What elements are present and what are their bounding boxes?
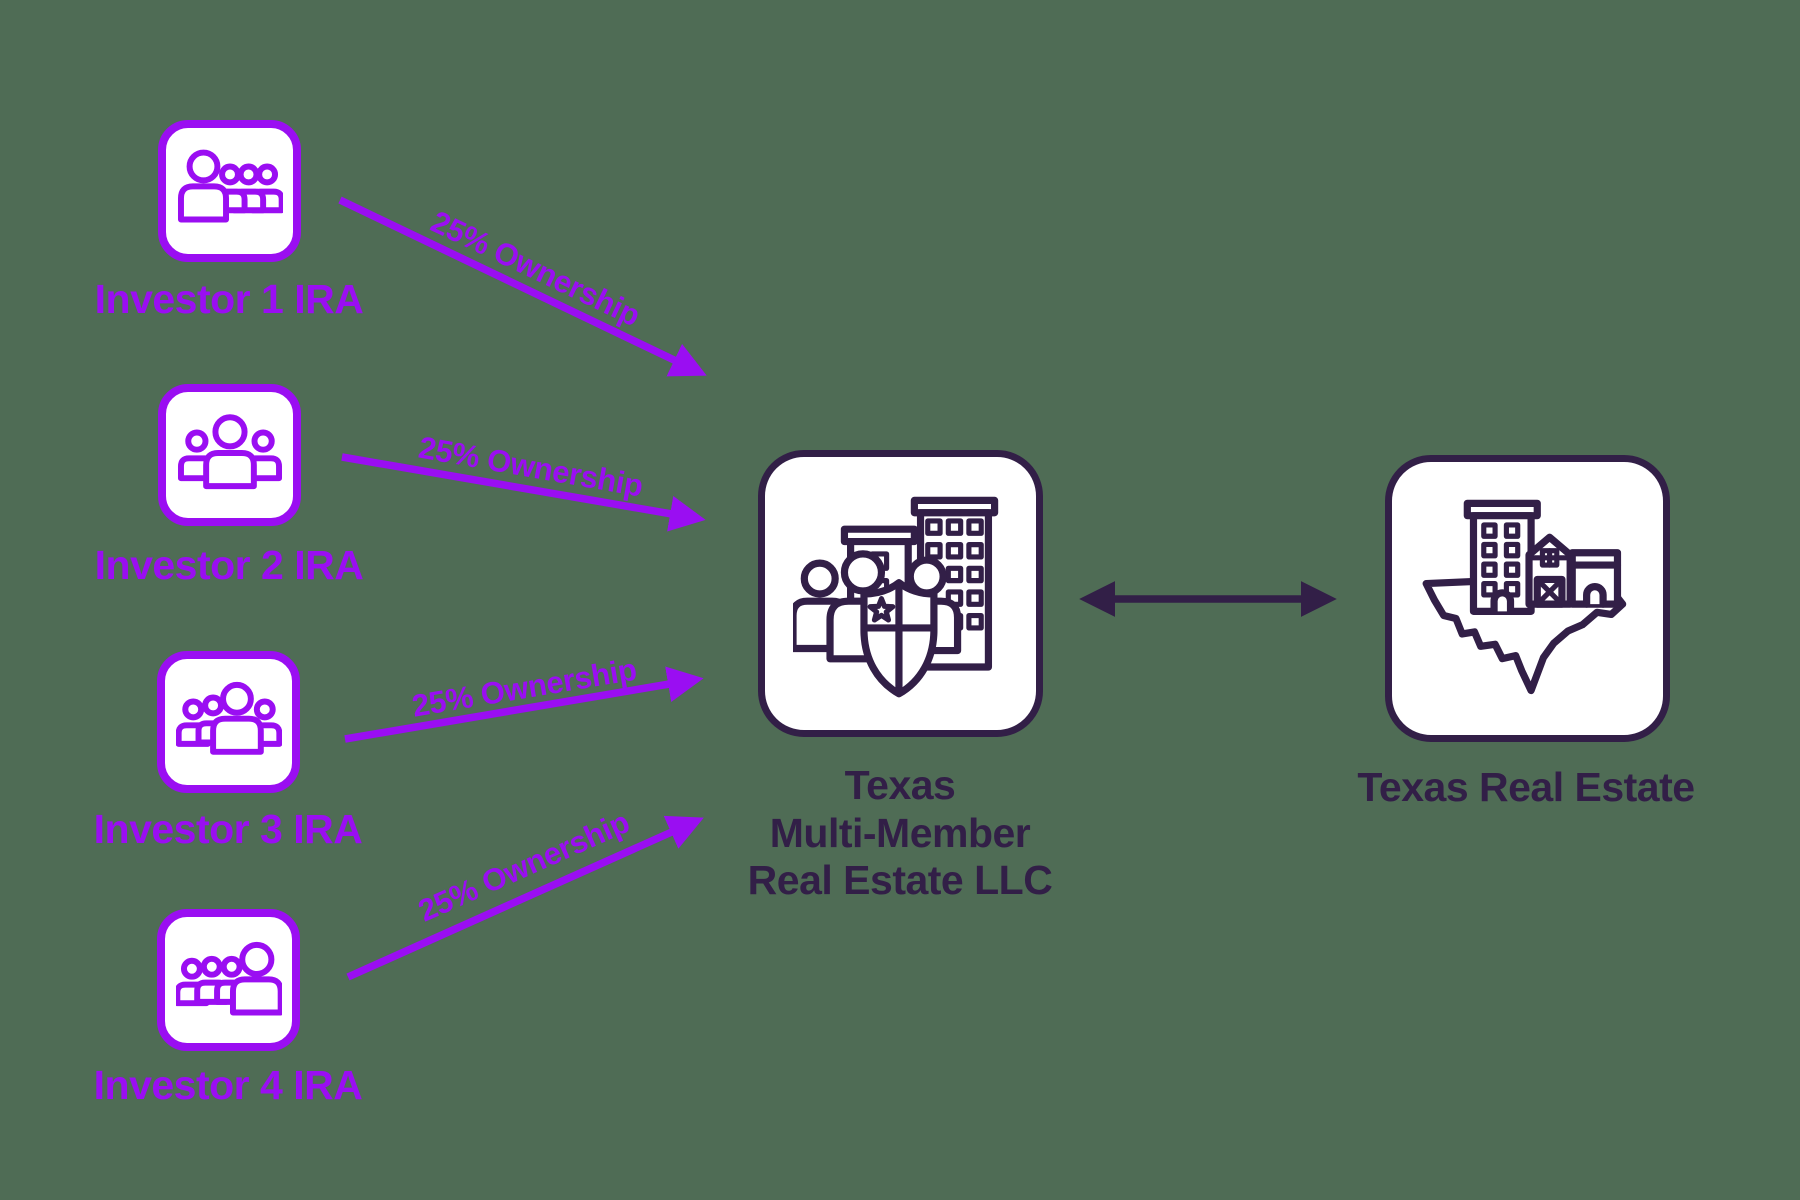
real-estate-node [1385,455,1670,742]
investor-4-node [157,909,300,1051]
investor-2-node [158,384,301,526]
ownership-arrow-4 [346,815,704,981]
investor-4-label: Investor 4 IRA [93,1062,363,1108]
ownership-arrow-label-3: 25% Ownership [409,652,639,724]
investor-2-label: Investor 2 IRA [94,542,364,588]
group-of-people-icon [177,414,282,490]
investor-3-node [157,651,300,793]
ownership-arrow-label-1: 25% Ownership [426,204,646,333]
people-buildings-shield-icon [792,496,998,697]
investor-3-label: Investor 3 IRA [93,806,363,852]
llc-label: Texas Multi-Member Real Estate LLC [700,762,1100,905]
llc-label-line-2: Multi-Member [769,809,1031,856]
real-estate-label: Texas Real Estate [1357,764,1695,810]
ownership-arrow-2 [341,453,706,532]
llc-node [758,450,1043,737]
texas-state-buildings-icon [1422,499,1626,694]
group-of-people-icon [175,681,282,755]
ownership-arrow-1 [338,196,707,377]
investor-1-label: Investor 1 IRA [94,276,364,322]
llc-label-line-1: Texas [844,762,956,808]
group-of-people-icon [177,149,283,223]
ownership-arrow-3 [344,666,704,743]
llc-label-line-3: Real Estate LLC [747,857,1053,904]
investor-1-node [158,120,301,262]
group-of-people-icon [175,941,282,1016]
